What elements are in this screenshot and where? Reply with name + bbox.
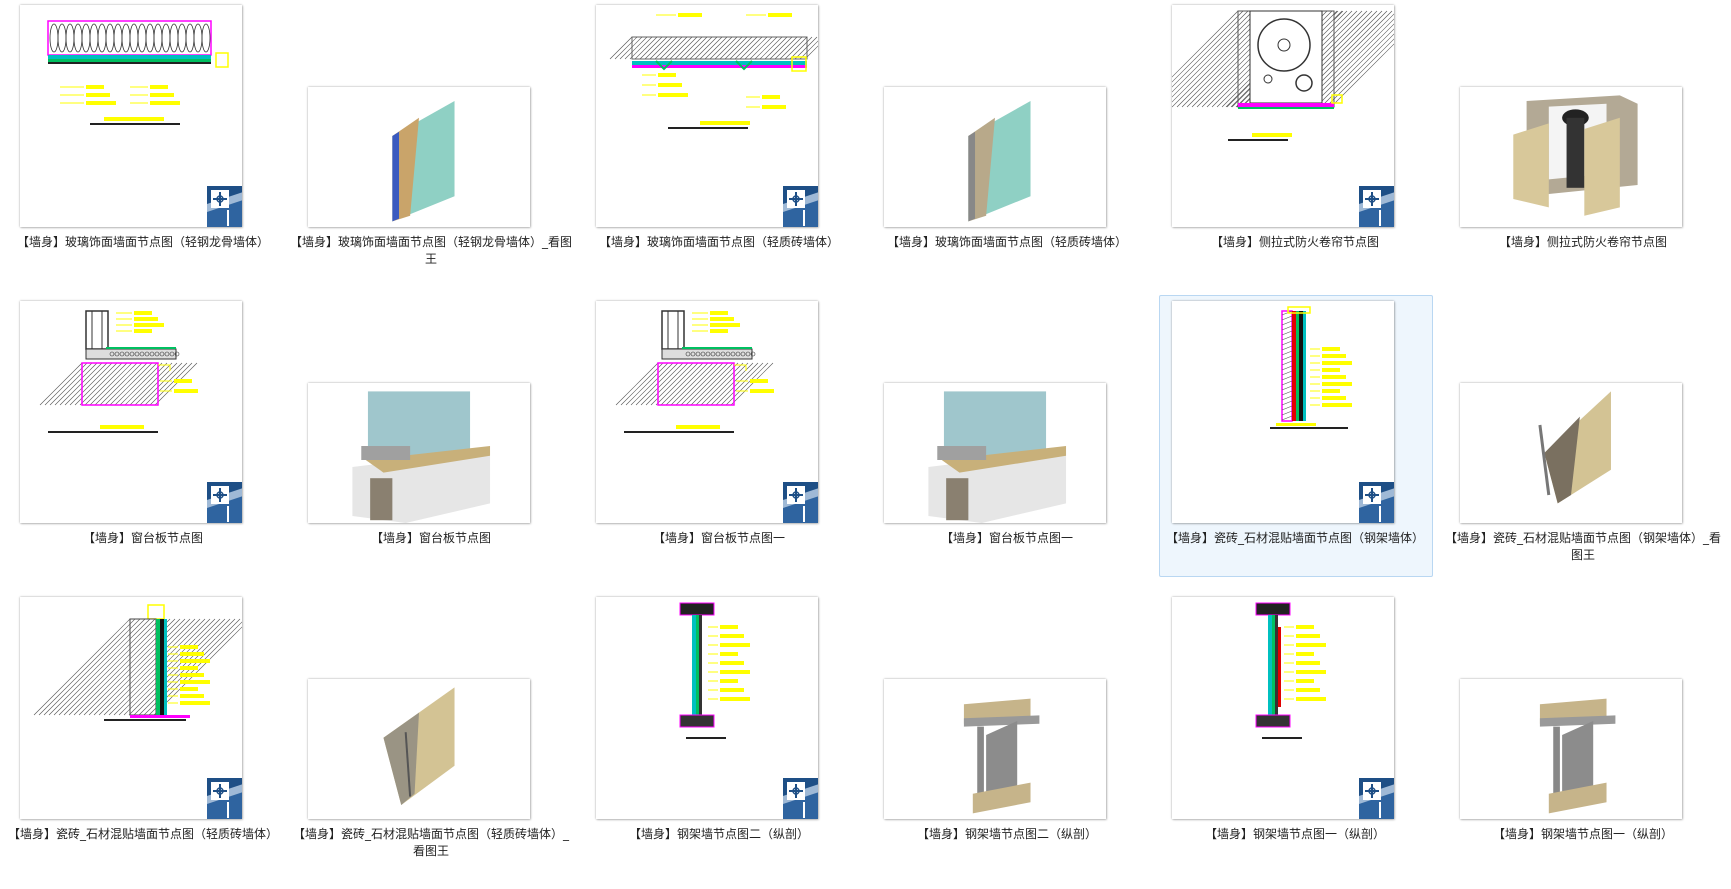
file-name-label: 【墙身】瓷砖_石材混贴墙面节点图（轻质砖墙体）_看图王 [292, 827, 569, 858]
3d-model-thumbnail[interactable] [1460, 87, 1682, 227]
thumbnail-image [615, 310, 774, 433]
file-name-label: 【墙身】玻璃饰面墙面节点图（轻质砖墙体） [886, 235, 1127, 249]
file-name-label: 【墙身】窗台板节点图一 [652, 531, 785, 545]
cad-viewer-app-icon [207, 778, 242, 819]
thumbnail-image [1539, 698, 1616, 814]
cad-viewer-app-icon [783, 482, 818, 523]
cad-drawing-thumbnail[interactable] [596, 5, 818, 227]
cad-drawing-thumbnail[interactable] [1172, 301, 1394, 523]
thumbnail-image [1172, 10, 1394, 141]
file-name-label: 【墙身】玻璃饰面墙面节点图（轻质砖墙体） [598, 235, 839, 249]
3d-model-thumbnail[interactable] [308, 383, 530, 523]
file-name-label: 【墙身】玻璃饰面墙面节点图（轻钢龙骨墙体）_看图王 [290, 235, 573, 266]
file-name-label: 【墙身】瓷砖_石材混贴墙面节点图（钢架墙体） [1165, 531, 1424, 545]
file-name-label: 【墙身】玻璃饰面墙面节点图（轻钢龙骨墙体） [16, 235, 269, 249]
file-name-label: 【墙身】窗台板节点图 [82, 531, 203, 545]
file-name-label: 【墙身】窗台板节点图一 [940, 531, 1073, 545]
thumbnail-image [392, 101, 455, 222]
3d-model-thumbnail[interactable] [1460, 383, 1682, 523]
3d-model-thumbnail[interactable] [884, 679, 1106, 819]
file-name-label: 【墙身】瓷砖_石材混贴墙面节点图（钢架墙体）_看图王 [1444, 531, 1721, 562]
cad-viewer-app-icon [1359, 186, 1394, 227]
cad-viewer-app-icon [207, 186, 242, 227]
file-name-label: 【墙身】钢架墙节点图一（纵剖） [1492, 827, 1673, 841]
thumbnail-image [968, 101, 1031, 222]
3d-model-thumbnail[interactable] [884, 383, 1106, 523]
3d-model-thumbnail[interactable] [884, 87, 1106, 227]
cad-drawing-thumbnail[interactable] [596, 301, 818, 523]
file-name-label: 【墙身】钢架墙节点图二（纵剖） [916, 827, 1097, 841]
file-name-label: 【墙身】瓷砖_石材混贴墙面节点图（轻质砖墙体） [7, 827, 278, 841]
cad-viewer-app-icon [1359, 778, 1394, 819]
thumbnail-image [609, 13, 818, 129]
cad-drawing-thumbnail[interactable] [20, 301, 242, 523]
file-name-label: 【墙身】钢架墙节点图二（纵剖） [628, 827, 809, 841]
3d-model-thumbnail[interactable] [308, 87, 530, 227]
3d-model-thumbnail[interactable] [308, 679, 530, 819]
cad-drawing-thumbnail[interactable] [20, 597, 242, 819]
cad-viewer-app-icon [783, 778, 818, 819]
thumbnail-image [383, 687, 455, 805]
thumbnail-image [1270, 306, 1352, 429]
thumbnail-image [352, 391, 491, 523]
thumbnail-image [963, 698, 1040, 814]
cad-drawing-thumbnail[interactable] [20, 5, 242, 227]
thumbnail-image [47, 20, 229, 125]
thumbnail-image [39, 310, 198, 433]
file-name-label: 【墙身】侧拉式防火卷帘节点图 [1498, 235, 1667, 249]
cad-drawing-thumbnail[interactable] [1172, 5, 1394, 227]
thumbnail-image [1513, 95, 1638, 216]
thumbnail-image [33, 604, 242, 721]
file-name-label: 【墙身】侧拉式防火卷帘节点图 [1210, 235, 1379, 249]
cad-viewer-app-icon [783, 186, 818, 227]
cad-drawing-thumbnail[interactable] [1172, 597, 1394, 819]
thumbnail-image [928, 391, 1067, 523]
file-name-label: 【墙身】窗台板节点图 [370, 531, 491, 545]
cad-viewer-app-icon [1359, 482, 1394, 523]
file-name-label: 【墙身】钢架墙节点图一（纵剖） [1204, 827, 1385, 841]
cad-viewer-app-icon [207, 482, 242, 523]
thumbnail-image [679, 602, 750, 739]
3d-model-thumbnail[interactable] [1460, 679, 1682, 819]
thumbnail-image [1538, 391, 1611, 504]
thumbnail-image [1255, 602, 1326, 739]
cad-drawing-thumbnail[interactable] [596, 597, 818, 819]
